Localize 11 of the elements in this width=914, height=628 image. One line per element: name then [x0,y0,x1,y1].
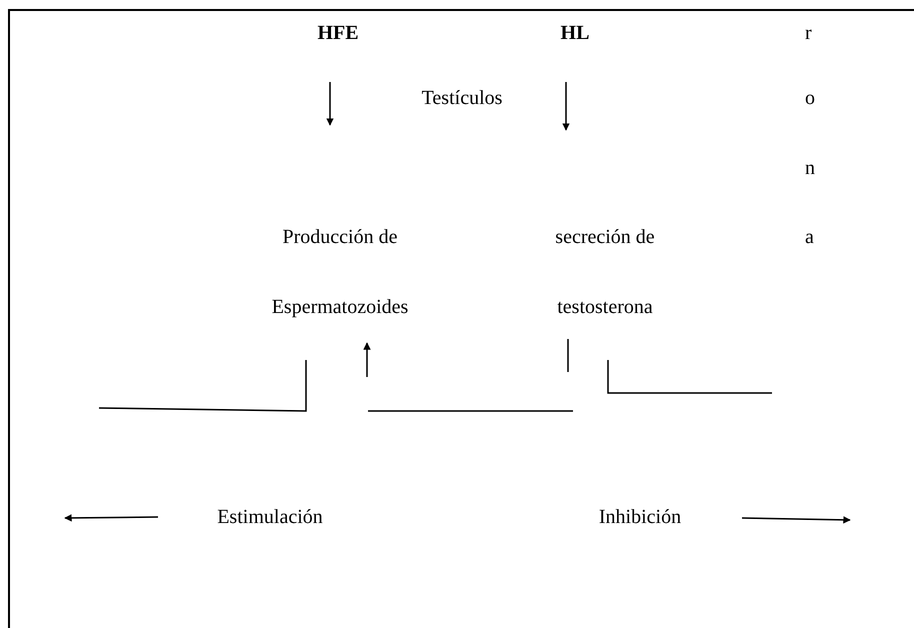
label-letter: n [805,156,815,180]
node-label: Inhibición [585,505,695,529]
node-label: secreción de testosterona [535,202,675,342]
node-label: Estimulación [200,505,340,529]
node-label: Testículos [407,86,517,110]
label-letter: o [805,86,815,110]
node-label: HFE [308,21,368,45]
node-label: Producción de Espermatozoides [250,202,430,342]
label-letter: r [805,21,812,45]
label-letter: a [805,225,814,249]
node-label: HL [555,21,595,45]
